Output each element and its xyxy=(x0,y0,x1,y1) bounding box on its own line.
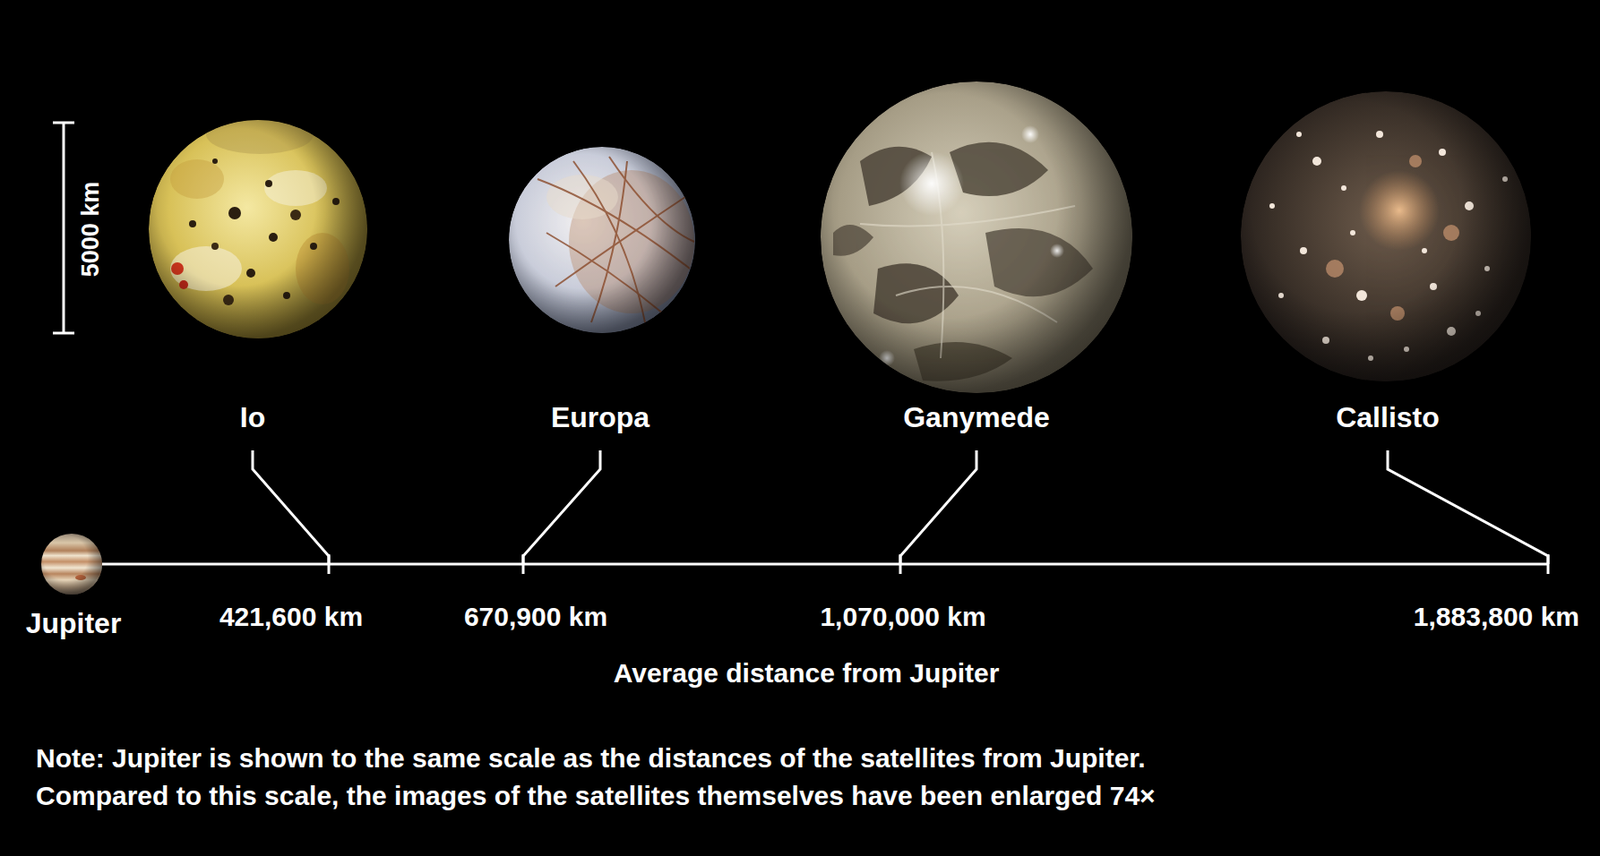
jupiter-image-part xyxy=(41,533,103,595)
scale-label: 5000 km xyxy=(77,181,105,278)
io-image-part xyxy=(148,120,368,339)
body-name: Io xyxy=(240,402,266,434)
scale-bar-part xyxy=(52,332,75,336)
leader-line-part xyxy=(1387,450,1549,565)
europa-image-part xyxy=(508,146,696,334)
distance-label: 421,600 km xyxy=(219,602,363,632)
body-name: Callisto xyxy=(1335,402,1440,434)
ganymede-image-part xyxy=(820,81,1133,394)
io-image-part xyxy=(148,120,368,339)
note-text: Compared to this scale, the images of th… xyxy=(35,781,1156,811)
moon-node: Ganymede xyxy=(820,81,1133,394)
distance-label: 1,070,000 km xyxy=(819,602,986,632)
leader-line xyxy=(252,450,1549,565)
scale-bar-part xyxy=(52,121,75,125)
ganymede-image xyxy=(820,81,1133,394)
leader-line-part xyxy=(523,450,601,565)
callisto-image xyxy=(1240,91,1532,382)
moon-node: Europa xyxy=(508,146,696,334)
ganymede-image-part xyxy=(820,81,1133,394)
moon-node: Io xyxy=(148,120,368,339)
note-text: Note: Jupiter is shown to the same scale… xyxy=(35,743,1146,774)
callisto-image-part xyxy=(1240,91,1532,382)
moon-node: Callisto xyxy=(1240,91,1532,382)
jupiter-image-part xyxy=(41,533,103,595)
planet-node: Jupiter xyxy=(41,533,103,595)
leader-line-part xyxy=(900,450,977,565)
io-image xyxy=(148,114,368,339)
body-name: Jupiter xyxy=(25,608,122,640)
distance-axis xyxy=(102,554,1549,575)
distance-label: 1,883,800 km xyxy=(1413,602,1580,632)
body-name: Ganymede xyxy=(903,402,1050,434)
europa-image xyxy=(508,146,696,334)
scale-bar-part xyxy=(62,122,66,334)
jupiter-image xyxy=(41,533,103,595)
leader-line-part xyxy=(252,450,329,565)
distance-axis-part xyxy=(102,563,1549,567)
axis-title: Average distance from Jupiter xyxy=(613,658,1000,689)
scale-bar xyxy=(52,122,75,334)
callisto-image-part xyxy=(1240,91,1532,382)
distance-label: 670,900 km xyxy=(464,602,608,632)
body-name: Europa xyxy=(550,402,650,434)
europa-image-part xyxy=(508,146,696,334)
